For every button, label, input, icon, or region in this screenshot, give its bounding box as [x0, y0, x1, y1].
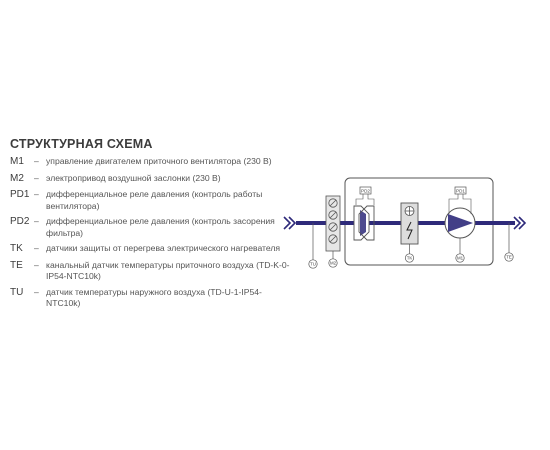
m2-label: M2	[330, 261, 337, 266]
motor-m1: M1	[455, 253, 465, 263]
damper-icon	[353, 205, 375, 241]
sensor-tk: TK	[404, 253, 415, 263]
legend-dash: –	[34, 243, 39, 253]
m1-label: M1	[457, 256, 464, 261]
legend-dash: –	[34, 189, 39, 199]
legend-code: M1	[10, 156, 24, 167]
legend-entry-te: TE – канальный датчик температуры приточ…	[10, 260, 290, 283]
legend-dash: –	[34, 172, 39, 183]
tu-label: TU	[310, 262, 316, 267]
legend-text: управление двигателем приточного вентиля…	[46, 156, 272, 166]
schema-title: СТРУКТУРНАЯ СХЕМА	[10, 137, 153, 151]
pd1-label: PD1	[456, 188, 465, 193]
legend-code: PD1	[10, 189, 30, 200]
legend-text: канальный датчик температуры приточного …	[46, 259, 290, 282]
legend-code: TE	[10, 259, 23, 271]
te-label: TE	[506, 255, 512, 260]
inlet-arrow-icon	[283, 216, 297, 230]
legend-dash: –	[34, 259, 39, 270]
legend-entry-pd2: PD2 – дифференциальное реле давления (ко…	[10, 216, 290, 239]
pressure-relay-pd2: PD2	[355, 186, 375, 205]
outlet-arrow-icon	[513, 216, 527, 230]
legend-code: TU	[10, 286, 24, 298]
fan-icon	[444, 207, 476, 239]
legend-dash: –	[34, 156, 39, 166]
legend-code: TK	[10, 243, 23, 254]
legend-text: датчики защиты от перегрева электрическо…	[46, 243, 281, 253]
legend-code: M2	[10, 172, 24, 184]
tk-label: TK	[407, 256, 413, 261]
legend-text: электропривод воздушной заслонки (230 В)	[46, 172, 221, 183]
legend-dash: –	[34, 216, 39, 226]
legend-entry-pd1: PD1 – дифференциальное реле давления (ко…	[10, 189, 290, 212]
sensor-tu: TU	[308, 259, 318, 269]
heater-icon	[400, 202, 419, 245]
actuator-m2: M2	[328, 258, 338, 268]
legend-entry-tu: TU – датчик температуры наружного воздух…	[10, 287, 290, 310]
legend-list: M1 – управление двигателем приточного ве…	[10, 156, 290, 314]
legend-text: дифференциальное реле давления (контроль…	[46, 216, 275, 238]
legend-entry-m1: M1 – управление двигателем приточного ве…	[10, 156, 290, 168]
pd2-label: PD2	[361, 188, 370, 193]
sensor-te: TE	[504, 252, 514, 262]
legend-text: датчик температуры наружного воздуха (TD…	[46, 286, 262, 309]
legend-dash: –	[34, 286, 39, 297]
legend-entry-m2: M2 – электропривод воздушной заслонки (2…	[10, 173, 290, 185]
legend-code: PD2	[10, 216, 30, 227]
pressure-relay-pd1: PD1	[448, 186, 472, 214]
filter-icon	[325, 195, 341, 252]
legend-text: дифференциальное реле давления (контроль…	[46, 189, 263, 211]
legend-entry-tk: TK – датчики защиты от перегрева электри…	[10, 243, 290, 255]
